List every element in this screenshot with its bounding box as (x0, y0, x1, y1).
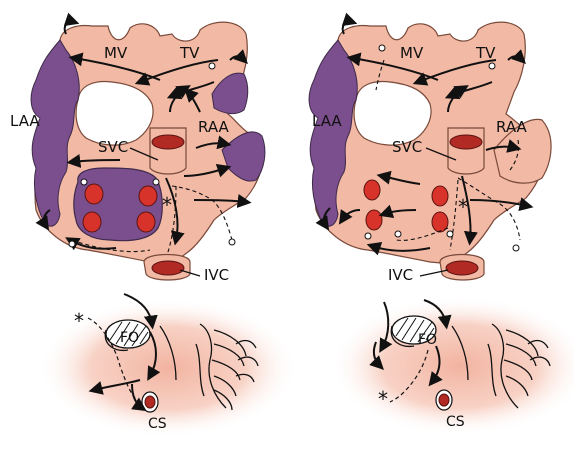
asterisk-right-upper: * (458, 195, 468, 219)
right-panel-atria (308, 12, 552, 281)
lower-left-arrows (88, 293, 161, 412)
right-svc-ostium (449, 134, 483, 150)
left-raa-purple-bottom (221, 131, 266, 182)
asterisk-left-upper: * (162, 193, 172, 217)
lower-left-septal-view (38, 293, 298, 438)
lower-left-trabeculae (159, 323, 259, 411)
lower-right-trabeculae (451, 323, 551, 409)
label-cs-right: CS (446, 414, 465, 430)
left-svc-ostium (151, 134, 185, 150)
right-raa-appendage (493, 118, 552, 184)
label-raa-left: RAA (198, 118, 229, 136)
left-ivc-ostium (151, 260, 185, 276)
label-mv-left: MV (104, 44, 128, 62)
label-svc-left: SVC (98, 138, 128, 156)
lower-right-coronary-sinus (435, 389, 453, 411)
left-pv-lil (82, 211, 102, 233)
right-ablation-lines (375, 59, 521, 251)
asterisk-left-lower: * (74, 309, 84, 333)
lower-left-glow (38, 298, 298, 438)
left-raa-purple-top (211, 72, 249, 115)
left-pv-lsu (84, 183, 104, 205)
label-laa-left: LAA (10, 112, 40, 130)
right-activation-arrows (315, 12, 534, 256)
lower-right-dashed-line (389, 349, 429, 403)
label-svc-right: SVC (392, 138, 422, 156)
label-raa-right: RAA (496, 118, 527, 136)
right-pv-rsu (431, 185, 449, 207)
left-activation-arrows (35, 12, 252, 251)
label-ivc-left: IVC (204, 266, 229, 284)
right-pv-lsu (363, 179, 381, 201)
lower-left-coronary-sinus (141, 391, 159, 413)
label-fo-left: FO (120, 330, 139, 346)
left-laa-purple (30, 39, 80, 227)
left-pv-rsu (138, 185, 158, 207)
label-ivc-right: IVC (388, 266, 413, 284)
left-junction-dots (68, 62, 236, 248)
lower-right-septal-view (330, 296, 574, 436)
lower-left-dashed-line (87, 317, 141, 405)
left-central-opening (75, 80, 154, 146)
label-leader-lines (129, 147, 457, 277)
right-junction-dots (364, 44, 520, 252)
label-mv-right: MV (400, 44, 424, 62)
label-cs-left: CS (148, 416, 167, 432)
right-ivc-ostium (445, 260, 479, 276)
right-pv-lil (365, 209, 383, 231)
label-laa-right: LAA (312, 112, 342, 130)
left-panel-atria (30, 12, 266, 281)
lower-right-fossa-ovalis (390, 315, 437, 348)
right-pv-ril (431, 211, 449, 233)
lower-right-arrows (369, 299, 452, 387)
label-tv-left: TV (179, 44, 200, 62)
label-tv-right: TV (475, 44, 496, 62)
label-fo-right: FO (418, 332, 437, 348)
labels: MV TV LAA RAA SVC IVC * MV TV LAA RAA SV… (10, 44, 527, 432)
right-laa-purple (308, 39, 358, 227)
right-central-opening (353, 80, 432, 146)
left-ablation-lines (71, 185, 233, 253)
left-pv-ril (136, 211, 156, 233)
asterisk-right-lower: * (378, 387, 388, 411)
